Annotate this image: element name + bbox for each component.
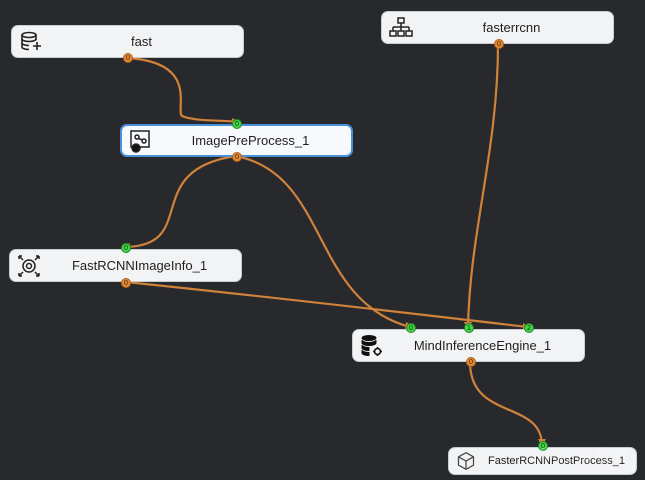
edge-inference-to-postprocess[interactable] [468,360,544,446]
node-fasterrcnn[interactable]: fasterrcnn 0 [381,11,614,49]
node-label: fast [131,34,152,49]
node-fastrcnn-imageinfo[interactable]: 0 FastRCNNImageInfo_1 0 [9,243,242,288]
output-port[interactable]: 0 [121,278,131,288]
input-port-0[interactable]: 0 [406,323,416,333]
input-port-2[interactable]: 2 [524,323,534,333]
output-port[interactable]: 0 [466,357,476,367]
edge-preprocess-to-imageinfo[interactable] [124,154,238,249]
node-fasterrcnn-postprocess[interactable]: 0 FasterRCNNPostProcess_1 [448,441,637,475]
node-label: fasterrcnn [482,20,541,35]
input-port[interactable]: 0 [121,243,131,253]
database-gear-icon [360,334,384,358]
output-port[interactable]: 0 [232,152,242,162]
output-port[interactable]: 0 [494,39,504,49]
watermark-url: bbs.huaweicloud.com [538,463,635,472]
node-image-preprocess[interactable]: 0 ImagePreProcess_1 0 [120,119,353,162]
cube-icon [456,451,476,471]
org-chart-icon [389,16,413,40]
node-label: MindInferenceEngine_1 [413,338,552,353]
output-port[interactable]: 0 [123,53,133,63]
input-port[interactable]: 0 [232,119,242,129]
database-plus-icon [19,30,43,54]
node-label: FasterRCNNPostProcess_1 [488,455,625,467]
node-mind-inference-engine[interactable]: 0 1 2 MindInferenceEngine_1 0 [352,323,585,367]
edge-preprocess-to-inference[interactable] [234,154,412,329]
image-process-icon [129,129,153,153]
node-label: FastRCNNImageInfo_1 [71,258,208,273]
edge-fast-to-preprocess[interactable] [125,56,238,124]
node-fast[interactable]: fast 0 [11,25,244,63]
input-port[interactable]: 0 [538,441,548,451]
edge-imageinfo-to-inference[interactable] [124,280,530,329]
input-port-1[interactable]: 1 [464,323,474,333]
edge-fasterrcnn-to-inference[interactable] [466,42,500,329]
target-scan-icon [17,254,41,278]
watermark-text: 华为云社区 [538,446,634,464]
watermark: 华为云社区 bbs.huaweicloud.com [539,444,635,472]
node-label: ImagePreProcess_1 [191,133,310,148]
